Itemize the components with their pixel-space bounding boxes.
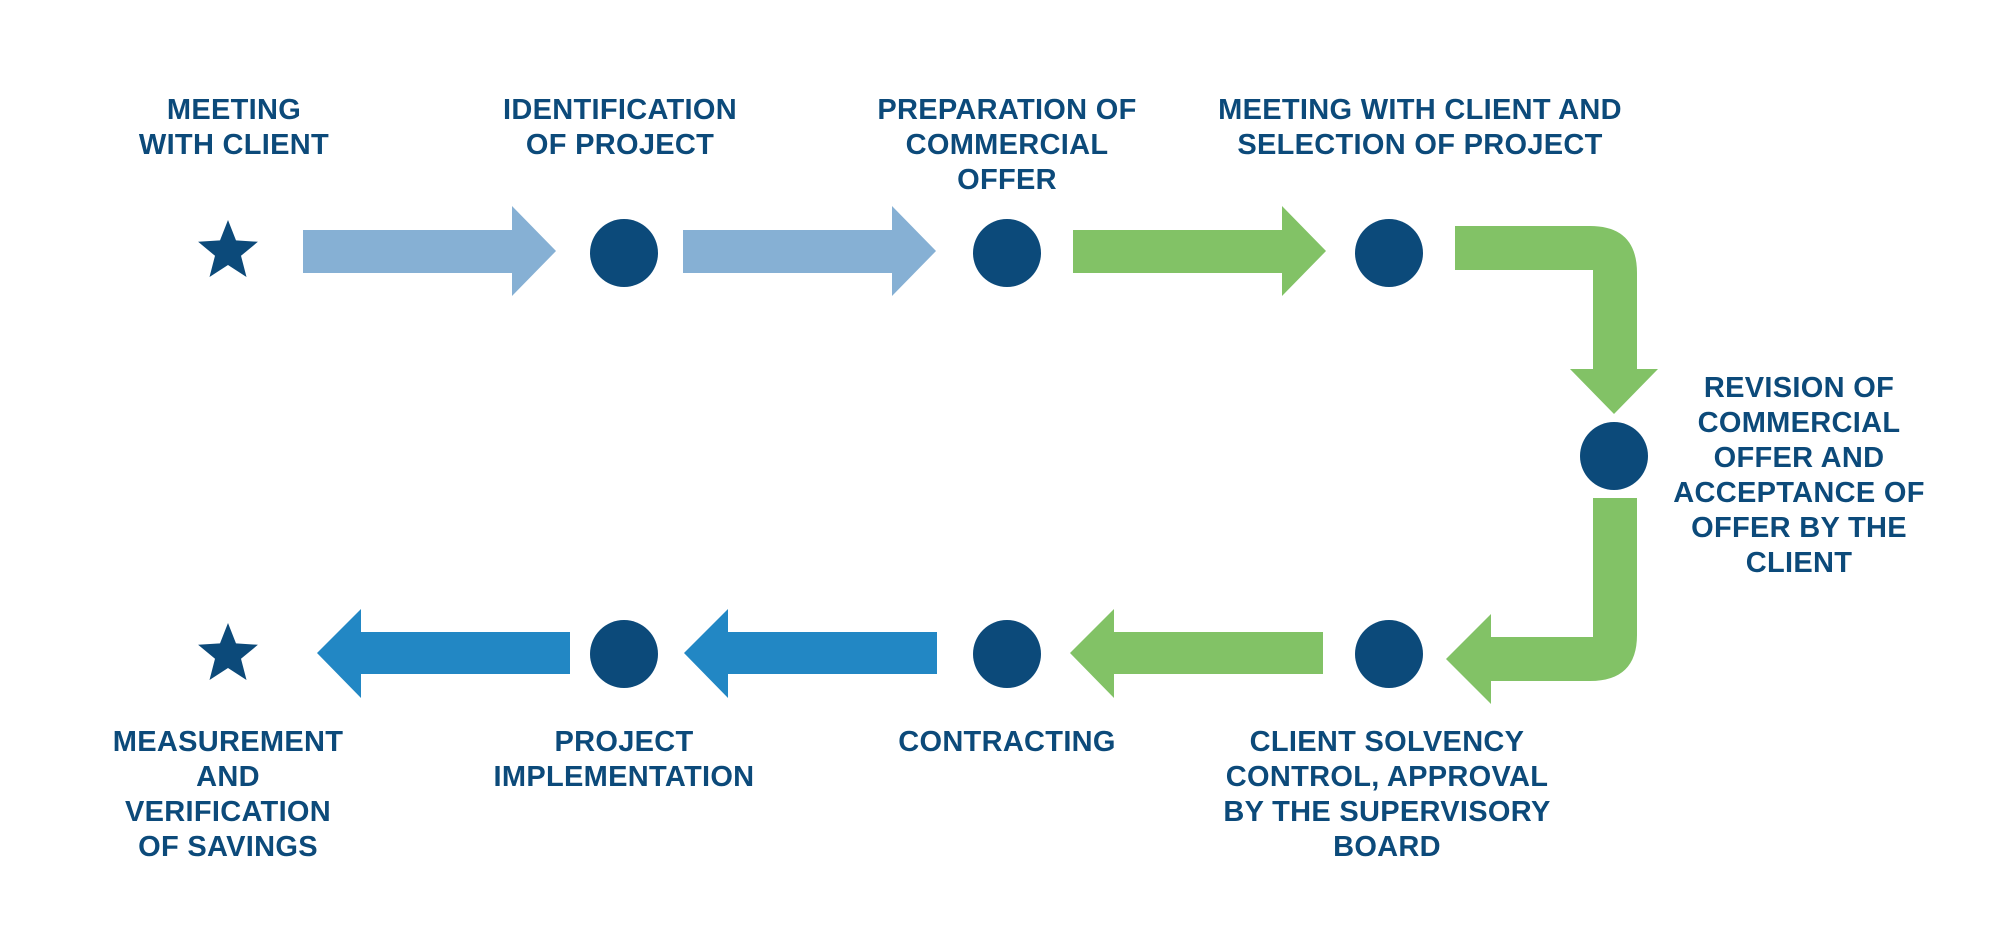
circle-icon-solvency (1355, 620, 1423, 688)
step-label-measurement-and-verification: MEASUREMENT AND VERIFICATION OF SAVINGS (112, 726, 344, 863)
step-label-meeting-with-client: MEETING WITH CLIENT (138, 94, 330, 161)
circle-icon-meeting-selection (1355, 219, 1423, 287)
star-icon-end (198, 623, 258, 680)
step-label-revision-and-acceptance: REVISION OF COMMERCIAL OFFER AND ACCEPTA… (1673, 372, 1925, 579)
arrow-step-4-to-5 (1455, 226, 1658, 414)
circle-icon-revision (1580, 422, 1648, 490)
step-label-meeting-with-client-and-selection: MEETING WITH CLIENT AND SELECTION OF PRO… (1218, 94, 1622, 161)
circle-icon-preparation (973, 219, 1041, 287)
arrow-step-5-to-6-shape (1446, 498, 1637, 704)
step-label-project-implementation: PROJECT IMPLEMENTATION (493, 726, 755, 793)
circle-icon-implementation (590, 620, 658, 688)
step-label-client-solvency-control: CLIENT SOLVENCY CONTROL, APPROVAL BY THE… (1223, 726, 1551, 863)
circle-icon-contracting (973, 620, 1041, 688)
step-label-preparation-of-commercial-offer: PREPARATION OF COMMERCIAL OFFER (877, 94, 1137, 196)
arrow-step-6-to-7 (1070, 609, 1323, 698)
star-icon-start (198, 220, 258, 277)
arrow-step-7-to-8 (684, 609, 937, 698)
step-label-identification-of-project: IDENTIFICATION OF PROJECT (502, 94, 738, 161)
arrow-step-2-to-3 (683, 206, 936, 296)
step-label-contracting: CONTRACTING (898, 726, 1116, 758)
arrow-step-1-to-2 (303, 206, 556, 296)
arrow-step-3-to-4 (1073, 206, 1326, 296)
arrow-step-8-to-9 (317, 609, 570, 698)
circle-icon-identification (590, 219, 658, 287)
